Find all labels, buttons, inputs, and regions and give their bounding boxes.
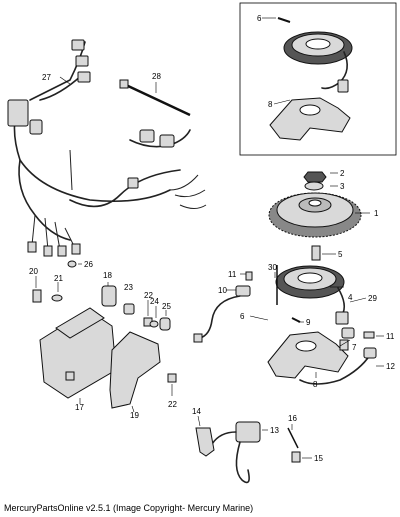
washer-21 [51, 294, 63, 302]
wiring-harness [7, 39, 207, 257]
spark-plug-boot [195, 427, 215, 457]
ignition-coil [211, 421, 261, 484]
cable-tie [119, 79, 191, 117]
screw-20 [32, 289, 42, 303]
flywheel-nut [303, 171, 327, 183]
mounting-screw-coil [287, 427, 301, 463]
callout: 21 [54, 274, 63, 283]
inset-stator [283, 31, 353, 93]
inset-bracket [269, 97, 351, 141]
rectifier-wire [299, 347, 377, 385]
callout: 9 [306, 318, 311, 327]
inset-pin [277, 17, 291, 23]
callout: 10 [218, 286, 227, 295]
callout: 28 [152, 72, 161, 81]
flywheel-washer [304, 181, 324, 191]
callout: 13 [270, 426, 279, 435]
bolt-right [363, 331, 375, 339]
callout: 24 [150, 297, 159, 306]
clip [341, 327, 355, 339]
flywheel-bolt [311, 245, 321, 261]
callout: 17 [75, 403, 84, 412]
image-caption: MercuryPartsOnline v2.5.1 (Image Copyrig… [4, 503, 254, 513]
callout: 16 [288, 414, 297, 423]
callout: 4 [348, 293, 353, 302]
callout: 3 [340, 182, 345, 191]
washer-24 [149, 320, 159, 328]
callout: 19 [130, 411, 139, 420]
callout: 5 [338, 250, 343, 259]
nut-22b [167, 373, 177, 383]
callout: 23 [124, 283, 133, 292]
exploded-parts-diagram: 1 2 3 4 5 6 6 7 8 8 9 10 11 11 12 13 14 … [7, 2, 397, 484]
callout: 2 [340, 169, 345, 178]
callout: 30 [268, 263, 277, 272]
callout: 12 [386, 362, 395, 371]
flywheel [268, 192, 362, 238]
callout: 11 [386, 332, 395, 341]
grommet-25 [159, 317, 171, 331]
callout: 29 [368, 294, 377, 303]
callout: 14 [192, 407, 201, 416]
switch-box-bracket [109, 331, 161, 409]
grommet [101, 285, 117, 307]
callout: 20 [29, 267, 38, 276]
callout: 15 [314, 454, 323, 463]
stator [275, 265, 349, 325]
callout: 22 [144, 291, 153, 300]
callout: 22 [168, 400, 177, 409]
callout: 6 [240, 312, 245, 321]
callout: 26 [84, 260, 93, 269]
leader-lines [35, 17, 384, 459]
callout: 11 [228, 270, 237, 279]
inset-frame [239, 2, 397, 156]
trigger-bracket [267, 317, 349, 379]
callout: 25 [162, 302, 171, 311]
callout-labels: 1 2 3 4 5 6 6 7 8 8 9 10 11 11 12 13 14 … [29, 14, 395, 463]
switch-box [39, 307, 117, 399]
callout: 7 [352, 343, 357, 352]
callout: 8 [268, 100, 273, 109]
trigger-sensor [193, 271, 253, 343]
screw-23 [123, 303, 135, 315]
callout: 18 [103, 271, 112, 280]
fastener-26 [67, 260, 77, 268]
callout: 6 [257, 14, 262, 23]
callout: 1 [374, 209, 379, 218]
callout: 27 [42, 73, 51, 82]
callout: 8 [313, 380, 318, 389]
